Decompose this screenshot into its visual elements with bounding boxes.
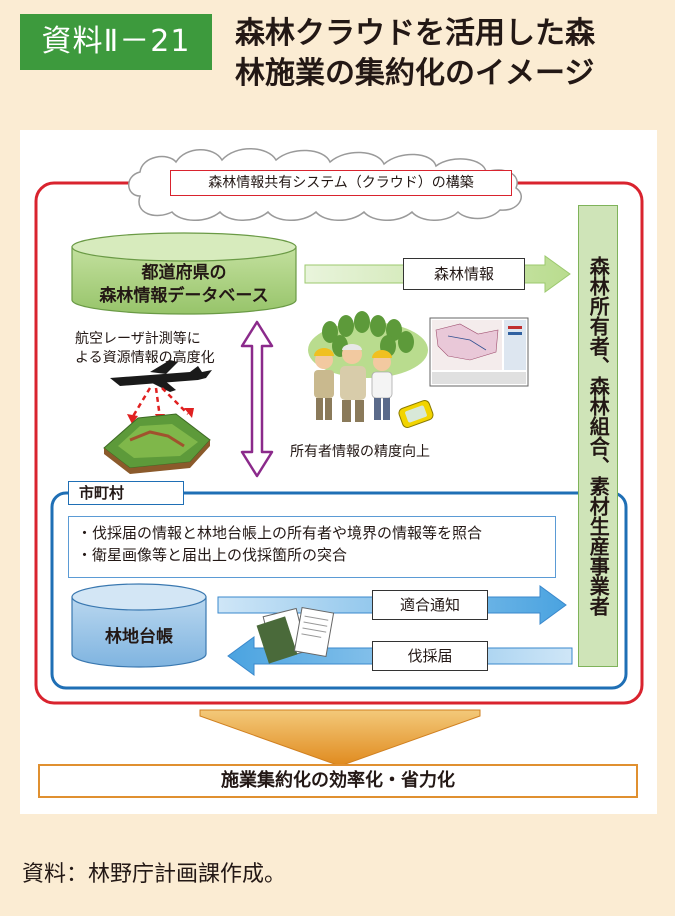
- cloud-system-label: 森林情報共有システム（クラウド）の構築: [170, 170, 512, 196]
- source-note: 資料：林野庁計画課作成。: [22, 862, 287, 887]
- prefecture-database-line-1: 都道府県の: [141, 263, 227, 283]
- felling-notice-label: 伐採届: [372, 641, 488, 671]
- forest-info-label: 森林情報: [403, 258, 525, 290]
- municipality-notes: ・伐採届の情報と林地台帳上の所有者や境界の情報等を照合 ・衛星画像等と届出上の伐…: [68, 516, 556, 578]
- prefecture-database-cylinder: [71, 232, 297, 315]
- terrain-model-icon: [103, 413, 211, 474]
- note-line-2: ・衛星画像等と届出上の伐採箇所の突合: [77, 545, 348, 564]
- laser-line-2: よる資源情報の高度化: [75, 349, 215, 366]
- purple-double-arrow: [240, 320, 274, 478]
- conformity-notice-label: 適合通知: [372, 590, 488, 620]
- forest-map-screen-icon: [429, 317, 529, 387]
- result-box: 施業集約化の効率化・省力化: [38, 764, 638, 798]
- result-arrow: [199, 709, 481, 767]
- gps-device-icon: [398, 400, 434, 428]
- municipality-label: 市町村: [68, 481, 184, 505]
- prefecture-database-line-2: 森林情報データベース: [99, 286, 269, 306]
- owners-bar: 森林所有者、森林組合、素材生産事業者: [578, 205, 618, 667]
- figure-title: 森林クラウドを活用した森 林施業の集約化のイメージ: [235, 14, 665, 94]
- forest-ledger-label: 林地台帳: [105, 627, 173, 647]
- figure-number-badge: 資料Ⅱ－21: [20, 14, 212, 70]
- municipality-frame: [50, 491, 628, 690]
- laser-measurement-label: 航空レーザ計測等に よる資源情報の高度化: [75, 330, 215, 368]
- airplane-icon: [110, 360, 212, 392]
- owner-accuracy-label: 所有者情報の精度向上: [290, 444, 430, 460]
- note-line-1: ・伐採届の情報と林地台帳上の所有者や境界の情報等を照合: [77, 524, 483, 542]
- title-line-2: 林施業の集約化のイメージ: [235, 56, 595, 91]
- forest-and-people-illustration: [308, 311, 428, 422]
- prefecture-database-label: 都道府県の 森林情報データベース: [72, 262, 296, 308]
- forest-ledger-cylinder: [71, 583, 207, 668]
- laser-line-1: 航空レーザ計測等に: [75, 331, 201, 347]
- documents-icon: [256, 606, 335, 664]
- owners-label: 森林所有者、森林組合、素材生産事業者: [586, 256, 611, 616]
- title-line-1: 森林クラウドを活用した森: [235, 16, 595, 51]
